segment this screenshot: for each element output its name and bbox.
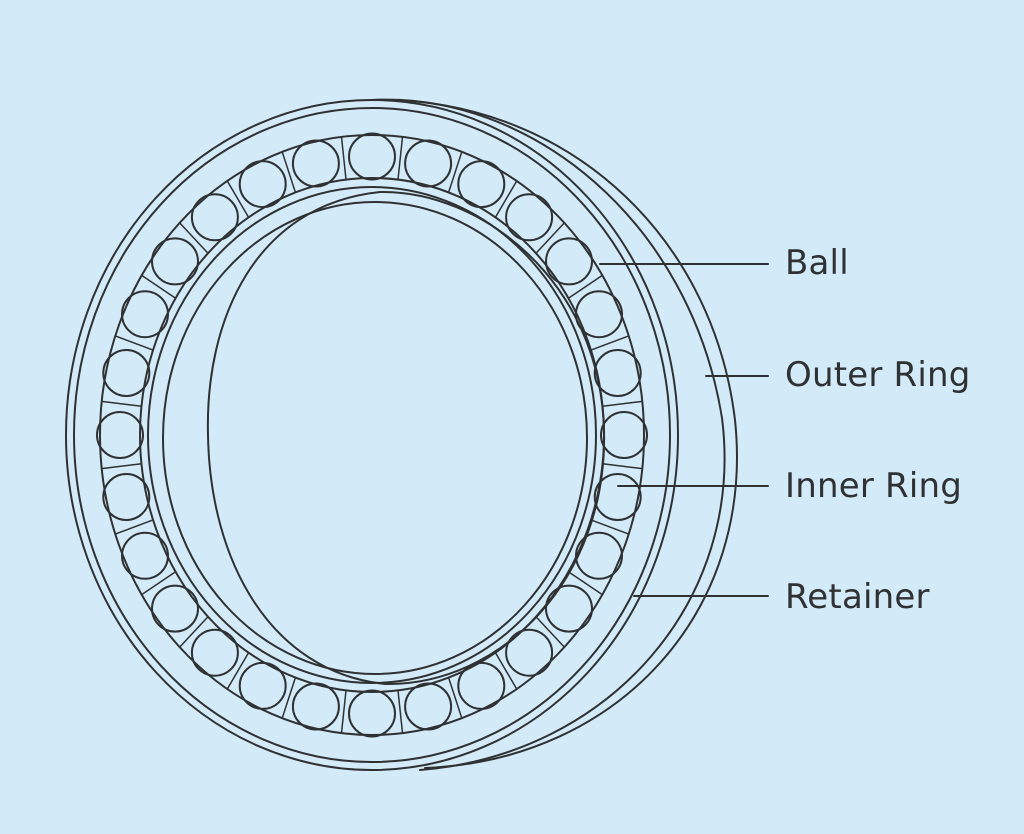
ball [593, 473, 642, 521]
retainer-separator [226, 651, 250, 690]
retainer-separator [340, 136, 347, 181]
ball-label: Ball [785, 243, 849, 283]
ball [151, 584, 199, 633]
ball [102, 349, 151, 397]
ball [404, 682, 453, 731]
ball [457, 661, 506, 710]
retainer-separator [281, 151, 297, 194]
ball [348, 132, 396, 181]
retainer-separator [590, 519, 630, 535]
retainer-separator [140, 274, 177, 300]
ball-group [96, 132, 648, 738]
outer-ring-inner-edge [73, 107, 671, 763]
inner-ring-label: Inner Ring [785, 466, 963, 506]
outer-ring-outer-edge [65, 99, 679, 771]
ball [238, 661, 287, 710]
retainer-separator [567, 274, 604, 300]
ball [575, 531, 623, 580]
outer-ring-side-edge [371, 98, 738, 769]
ball [457, 160, 506, 209]
retainer-separator [590, 335, 630, 351]
retainer-separator [226, 180, 250, 219]
retainer-separator [178, 615, 209, 648]
inner-ring-inner-edge [162, 201, 588, 675]
outer-ring-side-inner-edge [371, 98, 726, 771]
retainer-separator [114, 335, 154, 351]
retainer-separator [494, 651, 518, 690]
retainer-separator [114, 519, 154, 535]
ball [102, 473, 151, 521]
retainer-separator [281, 676, 297, 719]
retainer-separator [100, 463, 143, 470]
inner-ring-outer-edge [147, 186, 597, 684]
inner-ring-bore-far-edge [379, 190, 606, 686]
ball [505, 628, 554, 677]
retainer-separator [140, 570, 177, 596]
ball [404, 139, 453, 188]
ball [190, 628, 239, 677]
ball [291, 139, 340, 188]
retainer-separator [178, 222, 209, 255]
ball [600, 411, 648, 459]
ball [593, 349, 642, 397]
ball [238, 160, 287, 209]
ball [575, 290, 623, 339]
ball [545, 237, 593, 286]
ball [190, 193, 239, 242]
retainer-separator [340, 689, 347, 734]
retainer-separator [535, 222, 566, 255]
retainer-separator [535, 615, 566, 648]
retainer-separator [447, 676, 463, 719]
retainer-separator [100, 400, 143, 407]
outer-ring-label: Outer Ring [785, 355, 971, 395]
retainer-outer-edge [99, 134, 645, 736]
ball [96, 411, 144, 459]
inner-ring-bore-edge [206, 191, 386, 685]
ball [121, 531, 169, 580]
ball [505, 193, 554, 242]
retainer-inner-edge [139, 177, 605, 693]
ball [121, 290, 169, 339]
retainer-separator [601, 463, 644, 470]
retainer-separator [567, 570, 604, 596]
retainer-separator [494, 180, 518, 219]
retainer-separator [601, 400, 644, 407]
retainer-separator [447, 151, 463, 194]
ball [545, 584, 593, 633]
retainer-separator [397, 689, 404, 734]
retainer-separator [397, 136, 404, 181]
ball [291, 682, 340, 731]
ball [348, 689, 396, 738]
retainer-label: Retainer [785, 577, 930, 617]
ball [151, 237, 199, 286]
